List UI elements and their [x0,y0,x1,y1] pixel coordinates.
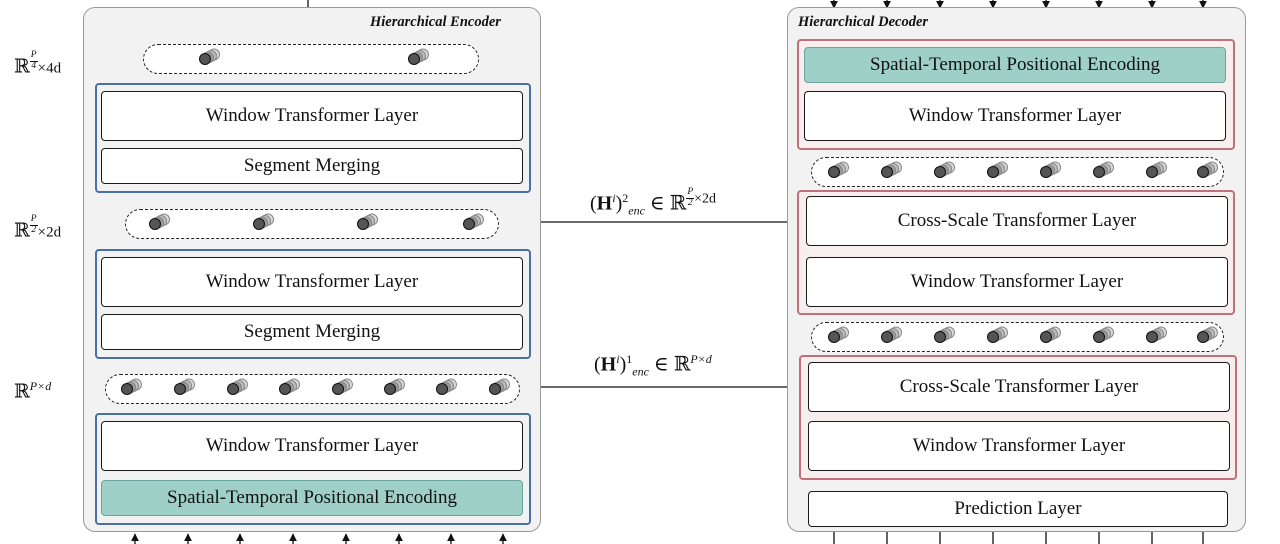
decoder-token-row-1 [811,157,1224,187]
encoder-window-transformer-layer-3: Window Transformer Layer [101,91,523,141]
decoder-positional-encoding: Spatial-Temporal Positional Encoding [804,47,1226,83]
encoder-segment-merging-1: Segment Merging [101,314,523,350]
decoder-window-transformer-layer-2: Window Transformer Layer [806,257,1228,307]
dim-label-scale1: ℝP×d [14,379,52,403]
encoder-token-row-scale3 [143,44,479,74]
encoder-output-label-scale1: (Hi)1enc ∈ ℝP×d [594,351,712,379]
decoder-window-transformer-layer-3: Window Transformer Layer [808,421,1230,471]
encoder-stage-3 [95,83,531,193]
decoder-cross-scale-transformer-layer-2: Cross-Scale Transformer Layer [808,362,1230,412]
encoder-stage-1 [95,413,531,525]
decoder-prediction-layer: Prediction Layer [808,491,1228,527]
decoder-window-transformer-layer-1: Window Transformer Layer [804,91,1226,141]
encoder-title: Hierarchical Encoder [370,14,501,30]
decoder-cross-scale-transformer-layer-1: Cross-Scale Transformer Layer [806,196,1228,246]
encoder-segment-merging-2: Segment Merging [101,148,523,184]
encoder-token-row-scale2 [125,209,499,239]
encoder-window-transformer-layer-2: Window Transformer Layer [101,257,523,307]
decoder-token-row-2 [811,322,1224,352]
encoder-positional-encoding: Spatial-Temporal Positional Encoding [101,480,523,516]
decoder-title: Hierarchical Decoder [798,14,929,30]
encoder-window-transformer-layer-1: Window Transformer Layer [101,421,523,471]
encoder-token-row-scale1 [105,374,520,404]
encoder-stage-2 [95,249,531,359]
